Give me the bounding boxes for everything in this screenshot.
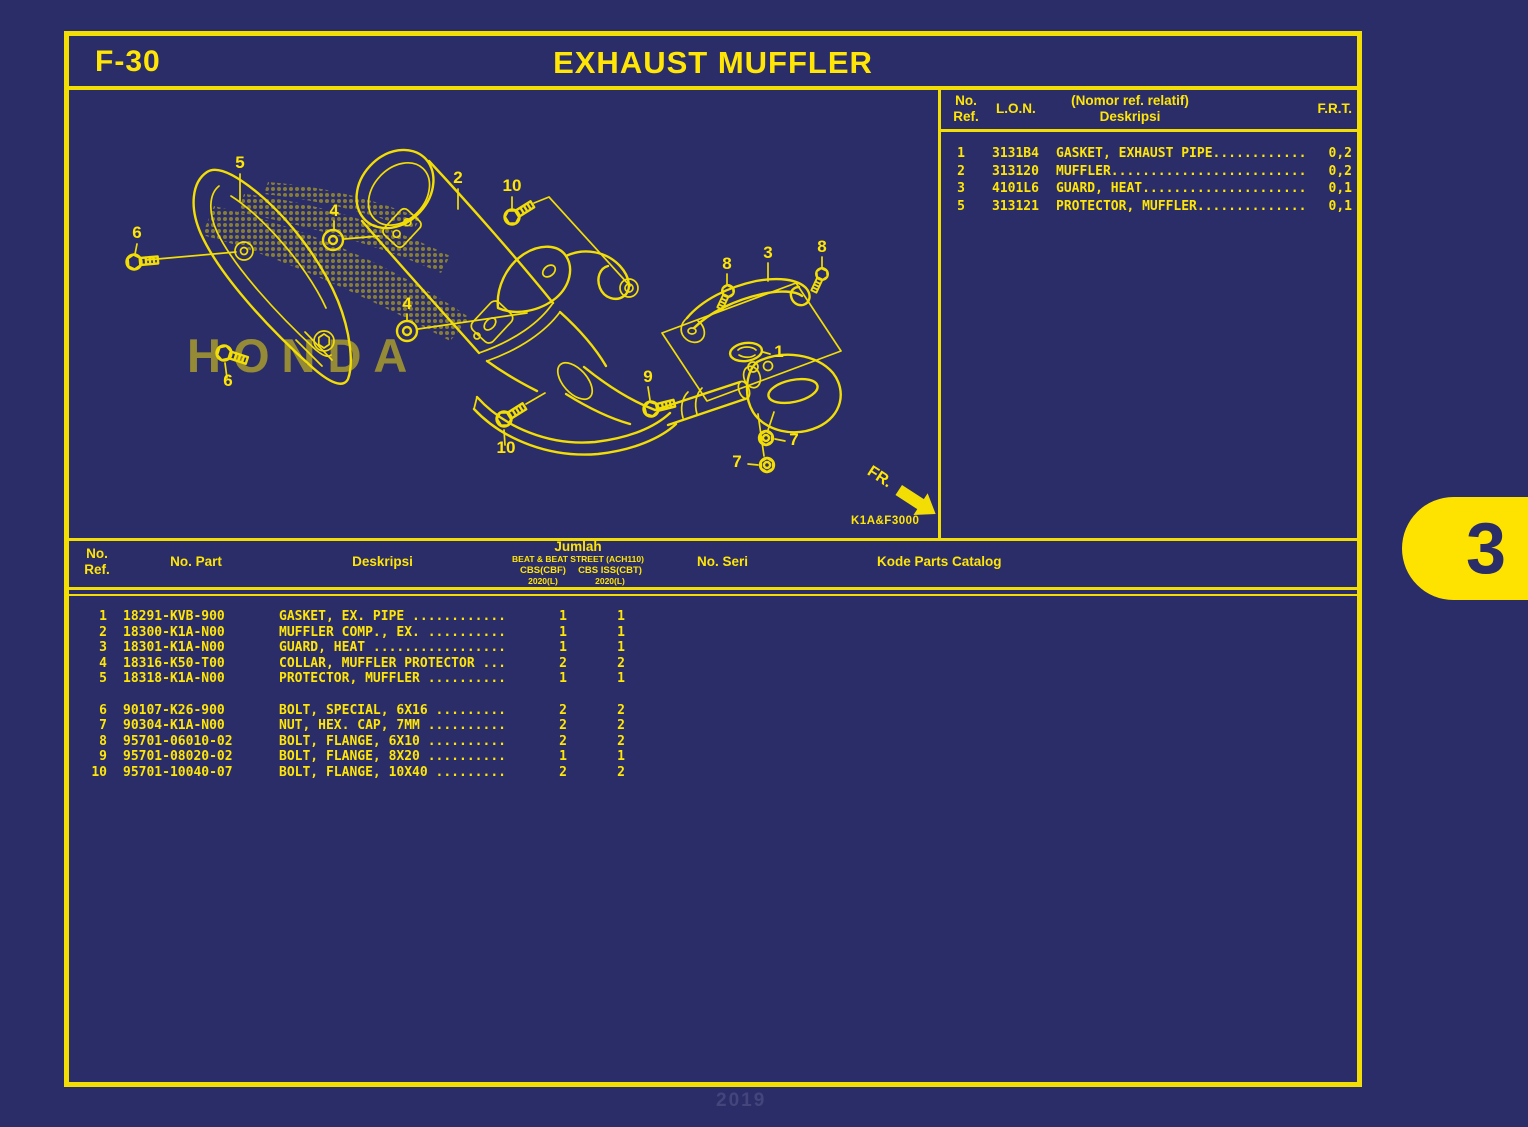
bolt-icon — [124, 251, 160, 272]
heat-guard-outline — [680, 277, 811, 344]
frt-header-divider — [941, 129, 1360, 132]
parts-col-no-ref: No.Ref. — [84, 546, 110, 577]
panel-divider — [938, 88, 941, 538]
section-tab-number: 3 — [1465, 508, 1506, 589]
callout-label: 7 — [789, 430, 798, 449]
title-divider — [66, 86, 1360, 90]
parts-header-bottom-line2 — [66, 594, 1360, 596]
bolt-icon — [807, 265, 831, 295]
callout-label: 6 — [132, 223, 141, 242]
honda-watermark-text: HONDA — [187, 329, 419, 382]
nut-icon — [758, 456, 776, 474]
parts-col-year1: 2020(L) — [528, 576, 558, 586]
callout-label: 8 — [817, 237, 826, 256]
guard-plate-outline — [661, 282, 842, 402]
footer-watermark: 2019 — [716, 1090, 767, 1111]
callout-label: 10 — [497, 438, 516, 457]
muffler-body-outline — [355, 148, 657, 426]
parts-col-deskripsi: Deskripsi — [352, 554, 413, 569]
bolt-icon — [500, 196, 538, 229]
callout-label: 6 — [223, 371, 232, 390]
honda-watermark: HONDA — [187, 182, 470, 382]
diagram-code: K1A&F3000 — [851, 515, 919, 527]
leader-lines — [134, 173, 823, 466]
frt-col-lon: L.O.N. — [996, 101, 1036, 116]
section-tab: 3 — [1402, 497, 1528, 600]
parts-header-top-line — [66, 538, 1360, 541]
parts-header-bottom-line — [66, 587, 1360, 590]
parts-col-kode: Kode Parts Catalog — [877, 554, 1002, 569]
page-code: F-30 — [95, 45, 161, 78]
parts-col-jumlah-sub: BEAT & BEAT STREET (ACH110) — [512, 554, 644, 564]
gasket-outline — [728, 341, 764, 363]
fr-label: FR. — [864, 463, 895, 491]
parts-col-variant1: CBS(CBF) — [520, 565, 566, 576]
parts-col-year2: 2020(L) — [595, 576, 625, 586]
muffler-protector-outline — [192, 168, 352, 385]
callout-label: 2 — [453, 168, 462, 187]
callout-label: 4 — [329, 201, 339, 220]
callout-label: 8 — [722, 254, 731, 273]
parts-col-variant2: CBS ISS(CBT) — [578, 565, 642, 576]
callout-label: 7 — [732, 452, 741, 471]
callout-label: 3 — [763, 243, 772, 262]
callout-label: 9 — [643, 367, 652, 386]
parts-col-no-part: No. Part — [170, 554, 222, 569]
frt-col-no-ref: No.Ref. — [953, 93, 979, 124]
page-frame — [64, 31, 1362, 1087]
parts-col-no-seri: No. Seri — [696, 554, 748, 569]
callout-label: 10 — [503, 176, 522, 195]
callout-label: 1 — [774, 342, 783, 361]
frt-col-deskripsi: (Nomor ref. relatif)Deskripsi — [1071, 93, 1189, 124]
callout-numbers: 5 6 4 2 10 4 6 10 9 1 8 3 8 7 7 — [132, 153, 826, 471]
callout-label: 5 — [235, 153, 244, 172]
callout-label: 4 — [402, 294, 412, 313]
exhaust-pipe-outline — [472, 353, 842, 456]
frt-col-frt: F.R.T. — [1317, 101, 1352, 116]
page-title: EXHAUST MUFFLER — [553, 45, 873, 80]
parts-col-jumlah: Jumlah — [554, 539, 602, 554]
